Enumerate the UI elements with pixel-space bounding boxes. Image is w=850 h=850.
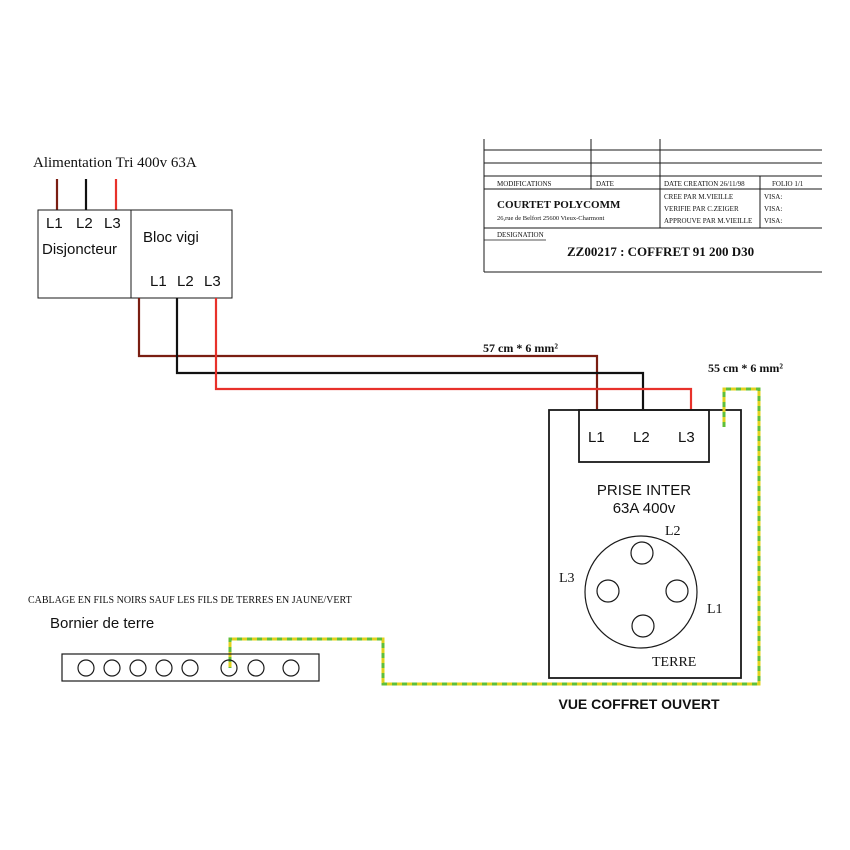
earth-bar [61,653,320,682]
pin-label-earth: TERRE [652,655,696,670]
cable-l1 [137,298,599,410]
earth-bar-hole [77,659,95,677]
cable-l2 [175,298,645,410]
wiring-note: CABLAGE EN FILS NOIRS SAUF LES FILS DE T… [28,595,352,606]
earth-wire [228,387,761,686]
date-creation: DATE CREATION 26/11/98 [664,180,745,188]
vigi-box [130,209,233,299]
earth-bar-hole [282,659,300,677]
earth-bar-hole [155,659,173,677]
earth-bar-hole [181,659,199,677]
phase-cable-label: 57 cm * 6 mm² [483,341,558,355]
earth-bar-hole [129,659,147,677]
company-address: 26,rue de Belfort 25600 Vieux-Charmont [497,215,604,222]
pin-label-l2: L2 [665,524,681,539]
breaker-terminal-l2: L2 [76,215,93,232]
socket-pin-l2 [630,541,654,565]
title-block [483,139,822,273]
earth-bar-hole [103,659,121,677]
pin-label-l3: L3 [559,571,575,586]
supply-label: Alimentation Tri 400v 63A [33,155,197,171]
date-label: DATE [596,180,614,188]
cable-l3 [214,298,693,410]
visa-2: VISA: [764,205,782,213]
socket-title-line2: 63A 400v [613,500,676,517]
socket-terminal-l1: L1 [588,429,605,446]
socket-terminal-l2: L2 [633,429,650,446]
vigi-terminal-l3: L3 [204,273,221,290]
vigi-name: Bloc vigi [143,229,199,246]
view-label: VUE COFFRET OUVERT [558,696,719,712]
visa-1: VISA: [764,193,782,201]
socket-pin-l3 [596,579,620,603]
enclosure [548,409,742,679]
earth-bar-hole [220,659,238,677]
vigi-terminal-l1: L1 [150,273,167,290]
breaker-terminal-l1: L1 [46,215,63,232]
designation: ZZ00217 : COFFRET 91 200 D30 [567,244,754,259]
pin-label-l1: L1 [707,602,723,617]
earth-cable-label: 55 cm * 6 mm² [708,361,783,375]
socket-terminal-l3: L3 [678,429,695,446]
socket-pin-earth [631,614,655,638]
folio: FOLIO 1/1 [772,180,804,188]
breaker-terminal-l3: L3 [104,215,121,232]
checked-by: VERIFIE PAR C.ZEIGER [664,205,739,213]
earth-bar-hole [247,659,265,677]
socket-title-line1: PRISE INTER [597,482,691,499]
socket-pin-l1 [665,579,689,603]
company-name: COURTET POLYCOMM [497,199,621,211]
created-by: CREE PAR M.VIEILLE [664,193,733,201]
socket-terminal-block [578,409,710,463]
approved-by: APPROUVE PAR M.VIEILLE [664,217,752,225]
earth-bar-label: Bornier de terre [50,615,154,632]
vigi-terminal-l2: L2 [177,273,194,290]
modifications-label: MODIFICATIONS [497,180,552,188]
title-block-texts: MODIFICATIONS DATE DATE CREATION 26/11/9… [497,180,804,259]
designation-label: DESIGNATION [497,231,544,239]
socket-face [584,535,698,649]
visa-3: VISA: [764,217,782,225]
earth-bar-holes [77,659,300,677]
breaker-name: Disjoncteur [42,241,117,258]
